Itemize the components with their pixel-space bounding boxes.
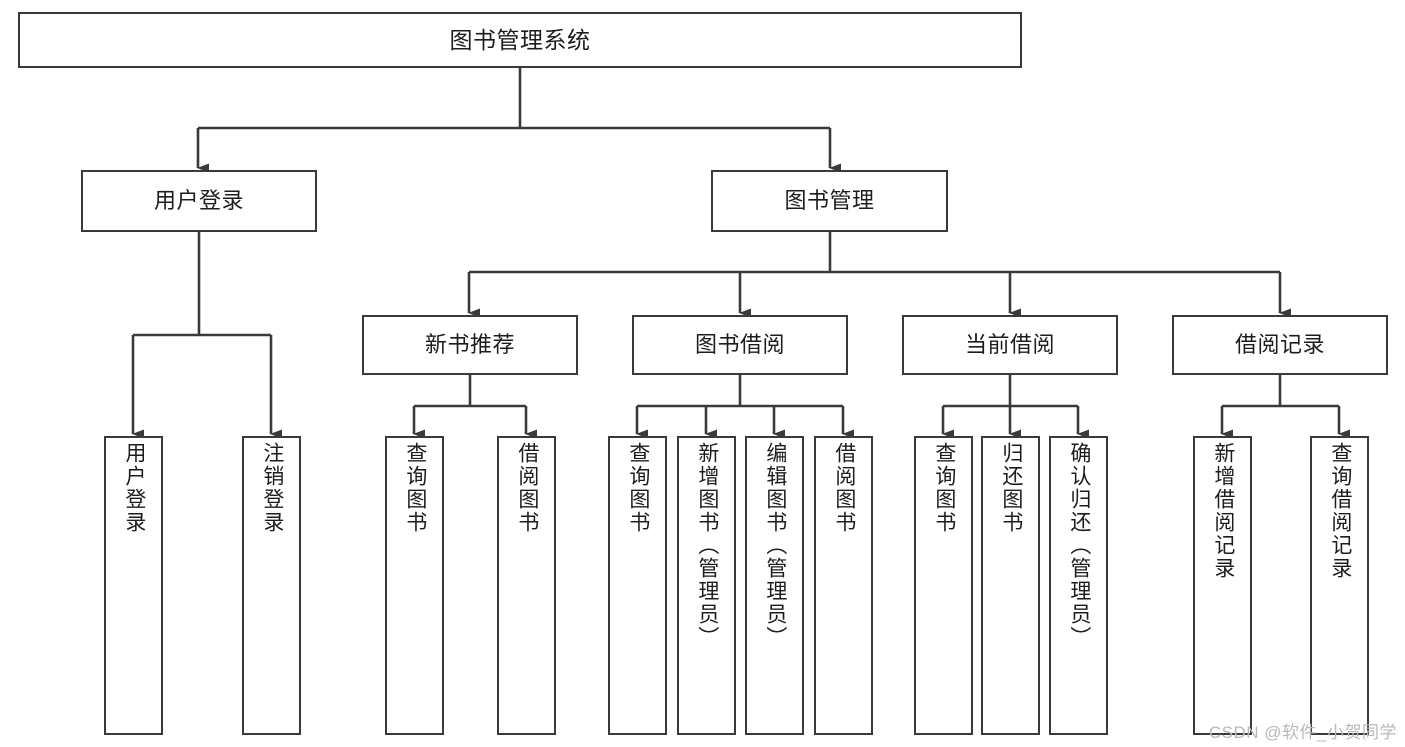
leaf-record-query-borrow-record[interactable]: 查询借阅记录 [1310,436,1369,735]
node-label: 用户登录 [122,442,146,534]
node-book-management[interactable]: 图书管理 [711,170,948,232]
node-label: 查询图书 [626,442,650,534]
node-label: 查询图书 [932,442,956,534]
node-label: 新增借阅记录 [1211,442,1235,580]
node-label: 查询借阅记录 [1328,442,1352,580]
node-label: 注销登录 [260,442,284,534]
leaf-borrow-borrow-book[interactable]: 借阅图书 [814,436,873,735]
node-borrow-record[interactable]: 借阅记录 [1172,315,1388,375]
node-label: 新增图书（管理员） [695,442,719,649]
leaf-borrow-edit-book-admin[interactable]: 编辑图书（管理员） [745,436,804,735]
node-label: 借阅图书 [515,442,539,534]
node-label: 借阅记录 [1234,332,1325,358]
node-label: 借阅图书 [832,442,856,534]
node-label: 图书管理系统 [449,26,591,53]
node-label: 确认归还（管理员） [1067,442,1091,649]
leaf-borrow-add-book-admin[interactable]: 新增图书（管理员） [677,436,736,735]
node-label: 图书管理 [784,188,875,214]
leaf-user-logout[interactable]: 注销登录 [242,436,301,735]
leaf-current-return-book[interactable]: 归还图书 [981,436,1040,735]
node-label: 编辑图书（管理员） [763,442,787,649]
csdn-watermark: CSDN @软件_小贺同学 [1208,723,1397,742]
node-label: 图书借阅 [694,332,785,358]
leaf-current-query-book[interactable]: 查询图书 [914,436,973,735]
leaf-recommend-borrow-book[interactable]: 借阅图书 [497,436,556,735]
node-label: 当前借阅 [964,332,1055,358]
node-user-login[interactable]: 用户登录 [81,170,317,232]
leaf-current-confirm-return-admin[interactable]: 确认归还（管理员） [1049,436,1108,735]
node-root-system[interactable]: 图书管理系统 [18,12,1022,68]
node-label: 查询图书 [403,442,427,534]
leaf-user-login[interactable]: 用户登录 [104,436,163,735]
leaf-record-add-borrow-record[interactable]: 新增借阅记录 [1193,436,1252,735]
leaf-recommend-query-book[interactable]: 查询图书 [385,436,444,735]
node-label: 归还图书 [999,442,1023,534]
node-label: 新书推荐 [424,332,515,358]
node-book-borrow[interactable]: 图书借阅 [632,315,848,375]
leaf-borrow-query-book[interactable]: 查询图书 [608,436,667,735]
node-new-book-recommend[interactable]: 新书推荐 [362,315,578,375]
node-label: 用户登录 [153,188,244,214]
node-current-borrow[interactable]: 当前借阅 [902,315,1118,375]
